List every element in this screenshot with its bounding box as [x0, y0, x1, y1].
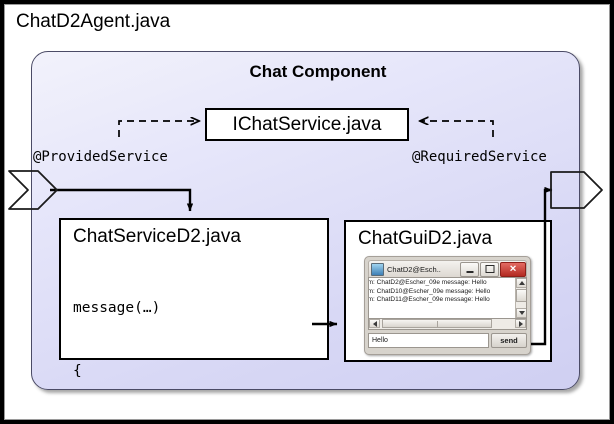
chat-gui-class-title: ChatGuiD2.java	[358, 228, 493, 249]
chat-window-titlebar: ChatD2@Esch.. ✕	[368, 260, 527, 277]
close-icon[interactable]: ✕	[500, 261, 526, 277]
code-line: {	[73, 363, 82, 379]
vertical-scrollbar[interactable]	[515, 278, 526, 318]
horizontal-scrollbar[interactable]	[368, 319, 527, 330]
vertical-scroll-thumb[interactable]	[516, 289, 526, 302]
chat-service-class-box: ChatServiceD2.java message(…) { gui.addM…	[59, 218, 329, 379]
chat-service-class-title: ChatServiceD2.java	[73, 226, 241, 247]
scroll-thumb-grip	[437, 321, 438, 327]
send-button[interactable]: send	[491, 333, 527, 348]
horizontal-scroll-thumb[interactable]	[382, 319, 492, 328]
scroll-up-icon[interactable]	[516, 278, 526, 288]
maximize-icon[interactable]	[480, 261, 499, 277]
scroll-down-icon[interactable]	[516, 308, 526, 318]
interface-box-label: IChatService.java	[232, 113, 382, 135]
component-title: Chat Component	[249, 62, 387, 81]
chat-message: om: ChatD10@Escher_09e message: Hello	[368, 287, 491, 295]
chat-message-area: om: ChatD2@Escher_09e message: Hello om:…	[368, 277, 527, 319]
chat-message-input[interactable]: Hello	[368, 333, 489, 348]
chat-service-code: message(…) { gui.addMessage(…) }	[73, 256, 248, 424]
scroll-left-icon[interactable]	[369, 319, 380, 328]
chat-message: om: ChatD11@Escher_09e message: Hello	[368, 296, 490, 304]
close-glyph: ✕	[509, 263, 517, 274]
chat-message: om: ChatD2@Escher_09e message: Hello	[368, 279, 487, 286]
provided-service-label: @ProvidedService	[33, 149, 168, 165]
minimize-icon[interactable]	[460, 261, 479, 277]
required-service-label: @RequiredService	[412, 149, 547, 165]
chat-input-row: Hello send	[368, 333, 527, 348]
chat-message-list: om: ChatD2@Escher_09e message: Hello om:…	[368, 279, 514, 305]
chat-window-mock: ChatD2@Esch.. ✕ om: ChatD2@Escher_09e me…	[364, 256, 531, 355]
java-app-icon	[371, 262, 384, 276]
code-line: message(…)	[73, 300, 161, 316]
agent-title: ChatD2Agent.java	[16, 11, 171, 32]
window-controls: ✕	[459, 261, 526, 277]
chat-window-title: ChatD2@Esch..	[387, 264, 441, 274]
interface-box: IChatService.java	[205, 108, 409, 141]
scroll-right-icon[interactable]	[515, 319, 526, 328]
